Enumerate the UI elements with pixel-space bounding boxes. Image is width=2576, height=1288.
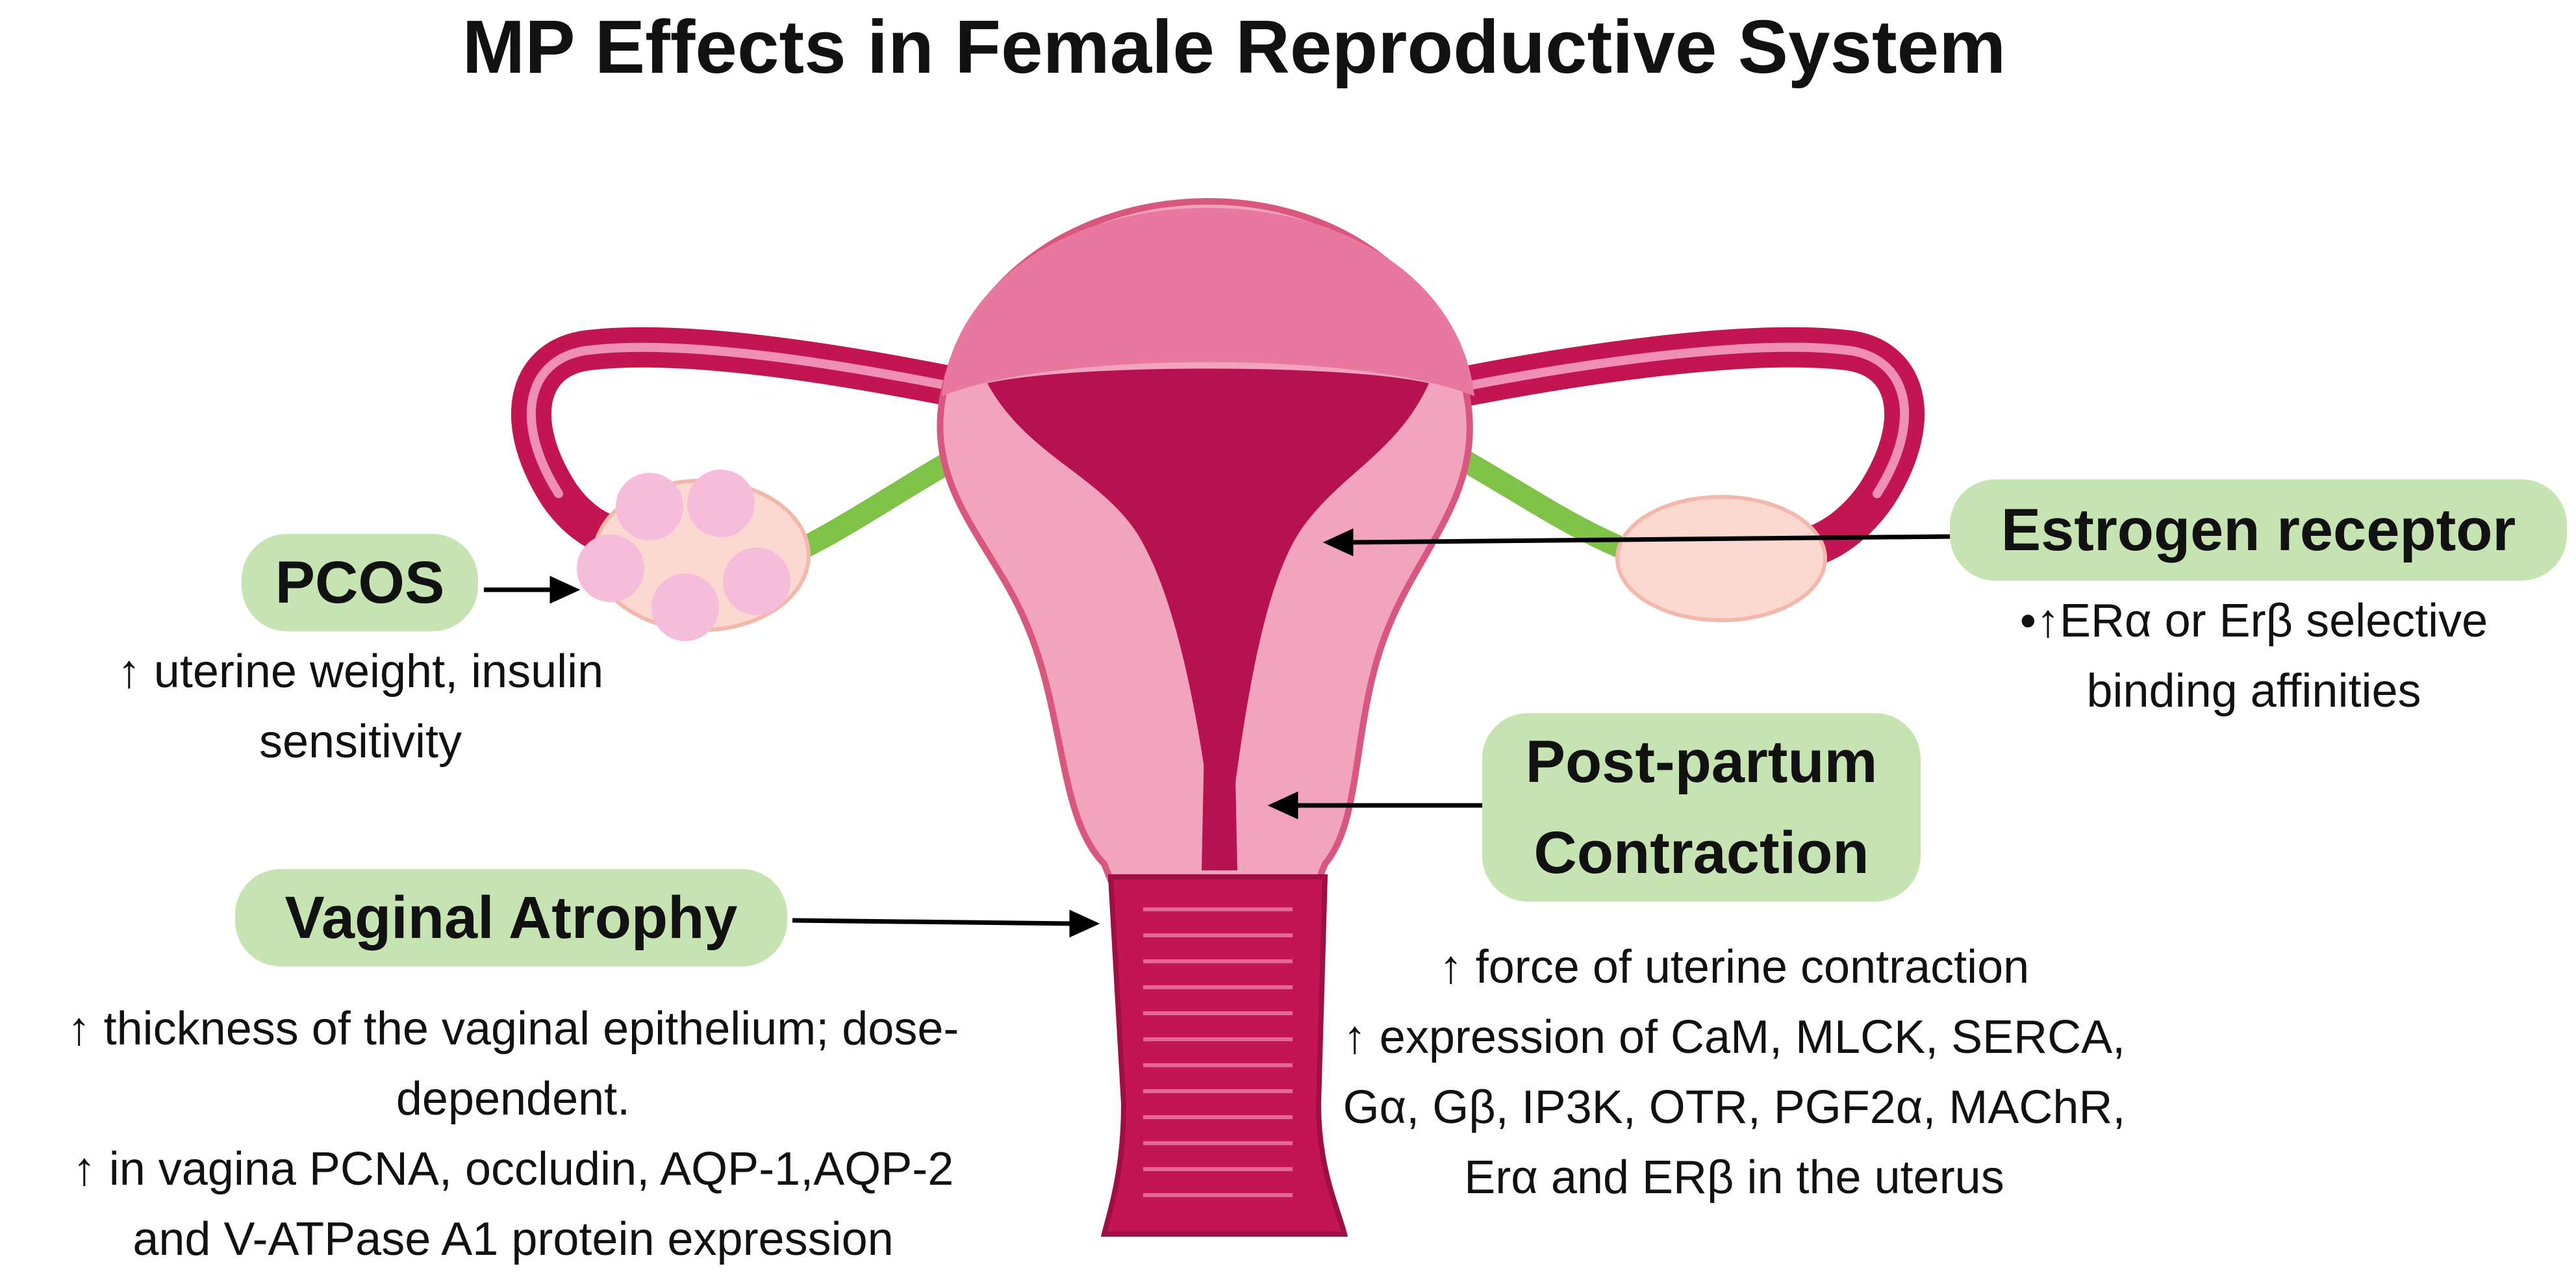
estrogen-receptor-text-line: •↑ERα or Erβ selective xyxy=(2019,595,2488,647)
post-partum-description: ↑ force of uterine contraction ↑ express… xyxy=(1260,932,2208,1213)
post-partum-heading-line: Post-partum xyxy=(1525,729,1878,795)
vaginal-atrophy-text-line: dependent. xyxy=(396,1073,631,1125)
estrogen-receptor-text-line: binding affinities xyxy=(2086,665,2421,717)
arrow xyxy=(792,909,1100,938)
follicle xyxy=(651,574,719,641)
arrow xyxy=(1267,791,1482,820)
post-partum-text-line: Erα and ERβ in the uterus xyxy=(1464,1152,2004,1204)
pcos-label: PCOS xyxy=(242,534,478,631)
cervical-canal xyxy=(1202,714,1237,870)
vaginal-atrophy-label: Vaginal Atrophy xyxy=(235,869,787,966)
uterine-cavity xyxy=(987,368,1429,844)
pcos-text-line: sensitivity xyxy=(259,716,462,768)
pcos-heading: PCOS xyxy=(275,549,445,616)
estrogen-receptor-description: •↑ERα or Erβ selective binding affinitie… xyxy=(1942,586,2566,726)
post-partum-label: Post-partum Contraction xyxy=(1482,713,1921,902)
right-fallopian-tube-lining xyxy=(1411,342,1910,498)
vaginal-atrophy-heading: Vaginal Atrophy xyxy=(284,884,738,951)
vaginal-atrophy-text-line: ↑ thickness of the vaginal epithelium; d… xyxy=(67,1003,959,1055)
follicle xyxy=(687,470,755,537)
vaginal-atrophy-text-line: ↑ in vagina PCNA, occludin, AQP-1,AQP-2 xyxy=(72,1143,954,1195)
follicle xyxy=(723,548,790,615)
estrogen-receptor-label: Estrogen receptor xyxy=(1950,479,2567,581)
vaginal-atrophy-text-line: and V-ATPase A1 protein expression xyxy=(133,1213,894,1265)
arrow xyxy=(484,575,581,604)
page-title: MP Effects in Female Reproductive System xyxy=(462,5,2006,89)
follicle xyxy=(616,473,683,540)
vaginal-atrophy-description: ↑ thickness of the vaginal epithelium; d… xyxy=(0,994,1026,1274)
post-partum-text-line: ↑ force of uterine contraction xyxy=(1439,941,2030,993)
post-partum-text-line: Gα, Gβ, IP3K, OTR, PGF2α, MAChR, xyxy=(1343,1081,2126,1133)
arrow xyxy=(1322,528,1952,557)
pcos-description: ↑ uterine weight, insulin sensitivity xyxy=(0,637,721,777)
uterus-fundus xyxy=(942,208,1474,396)
follicle xyxy=(577,535,644,602)
post-partum-text-line: ↑ expression of CaM, MLCK, SERCA, xyxy=(1343,1011,2126,1063)
left-fallopian-tube-lining xyxy=(526,342,1005,498)
estrogen-receptor-heading: Estrogen receptor xyxy=(2001,496,2516,563)
right-ovary xyxy=(1615,495,1827,622)
pcos-text-line: ↑ uterine weight, insulin xyxy=(117,646,604,698)
vaginal-rugae xyxy=(1143,907,1293,1197)
post-partum-heading-line: Contraction xyxy=(1534,820,1869,886)
